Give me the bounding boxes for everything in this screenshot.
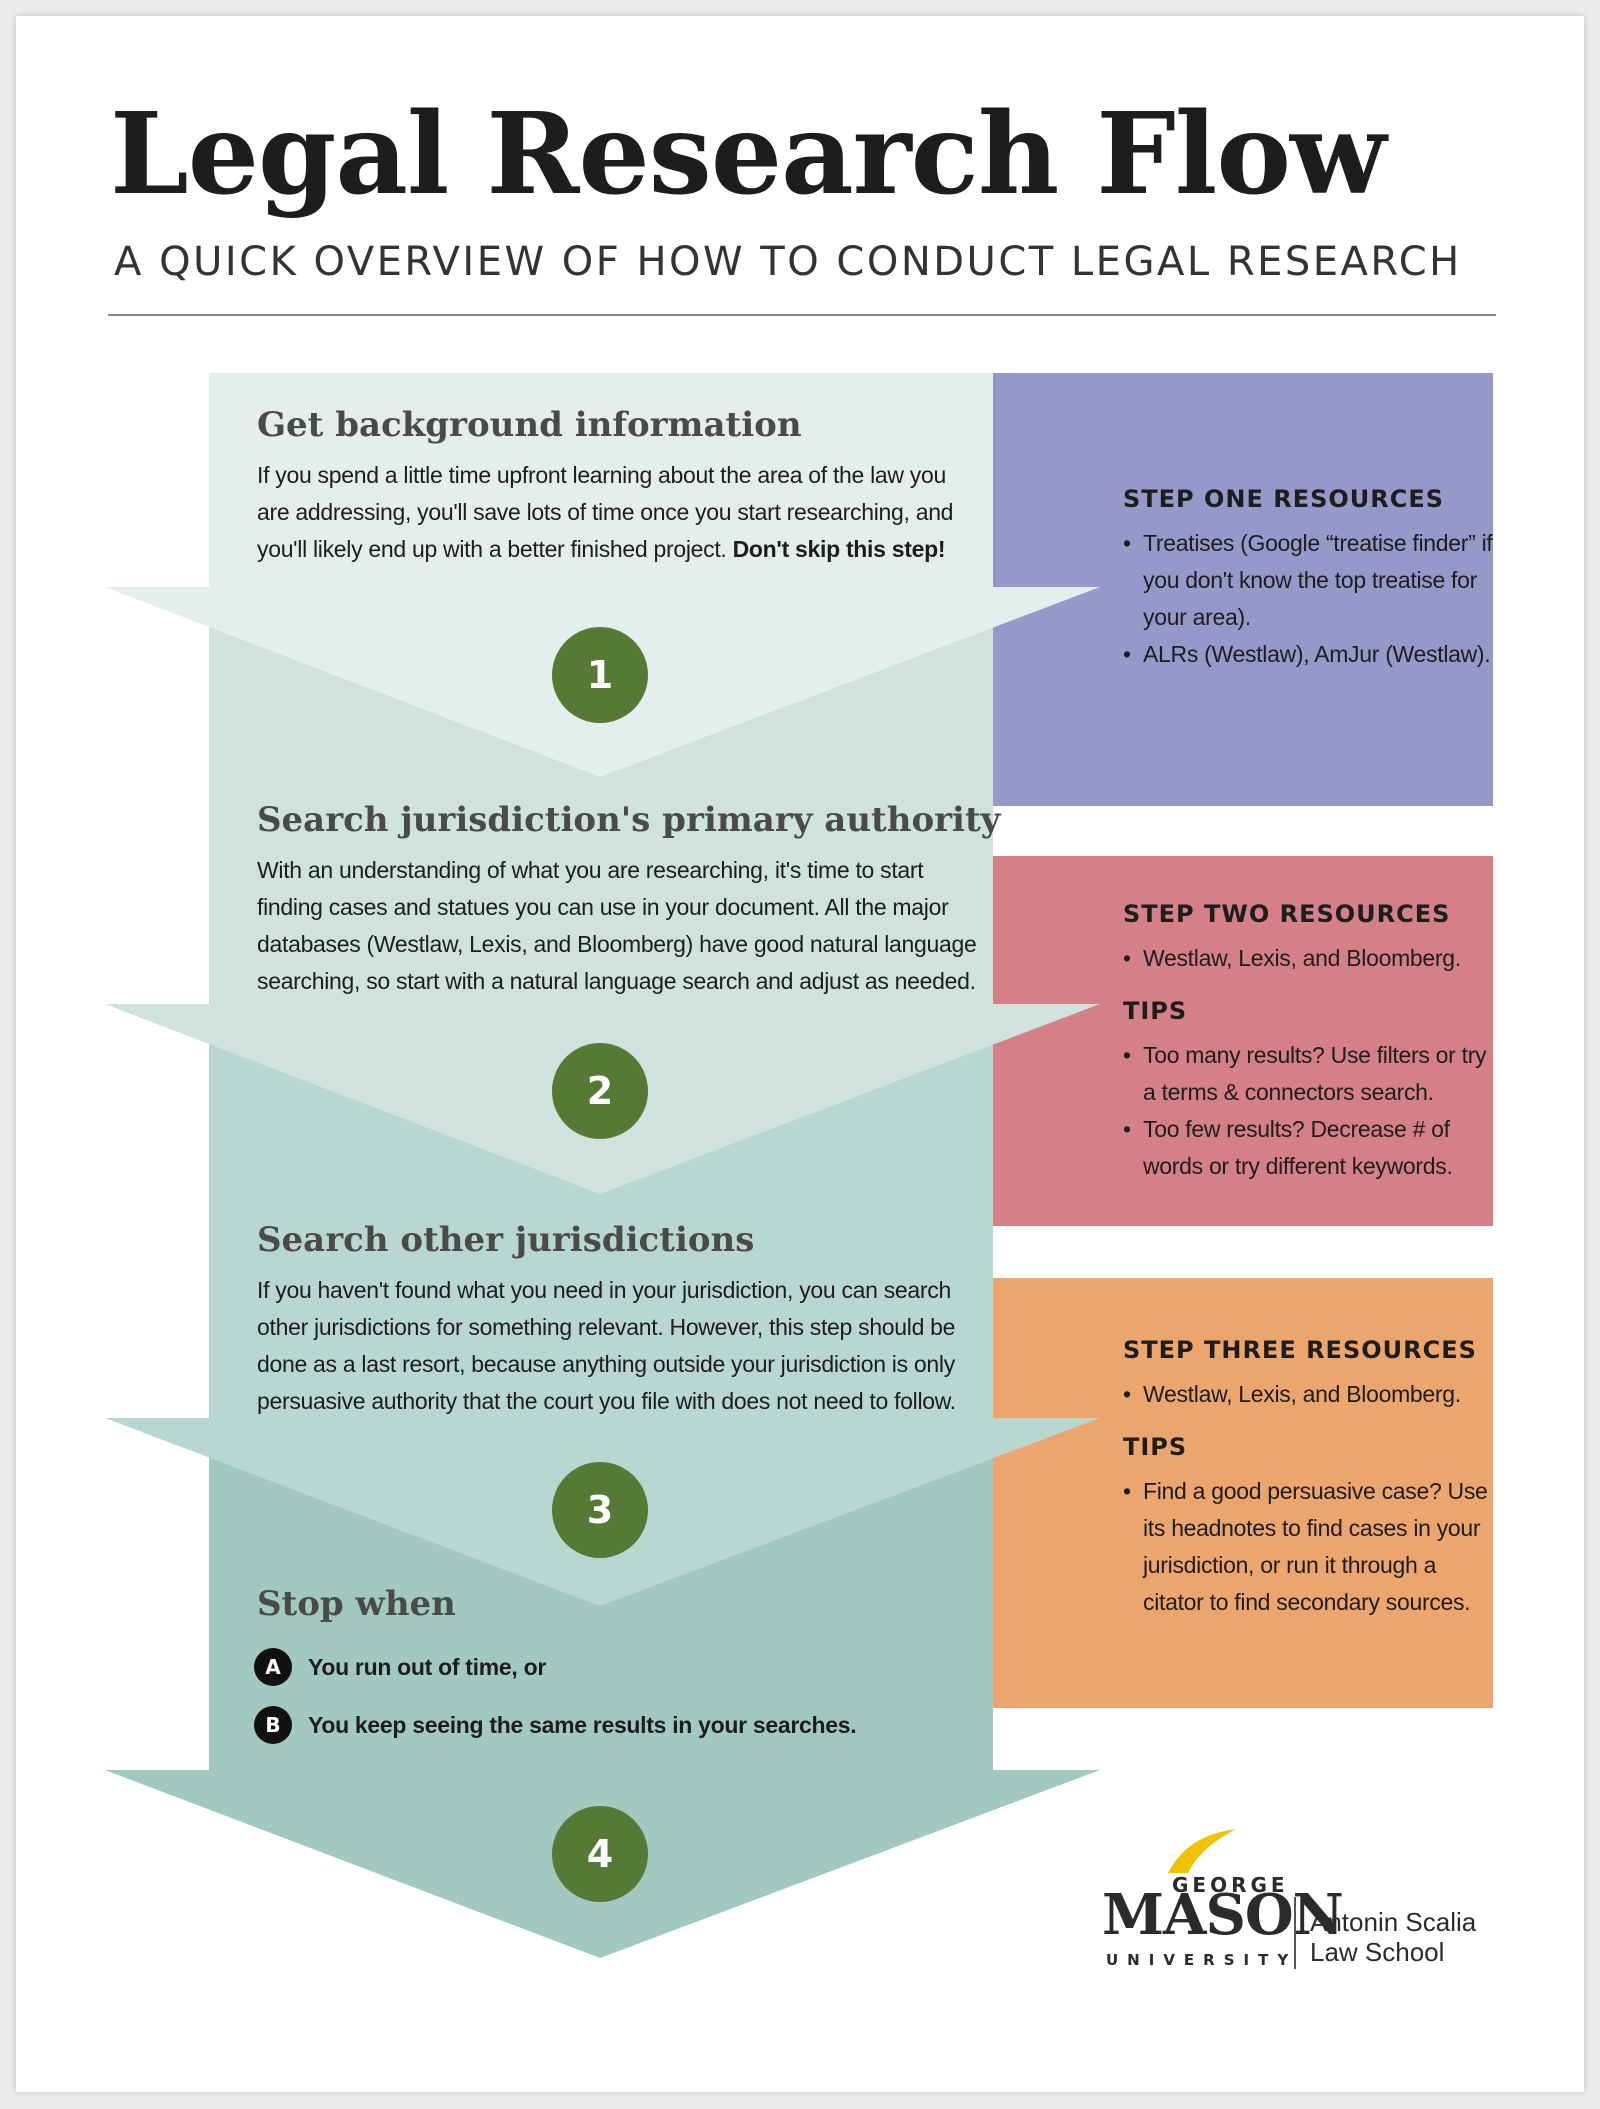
- stop-condition-a: A You run out of time, or: [254, 1648, 546, 1686]
- swoosh-icon: [1168, 1829, 1236, 1873]
- panel-heading: STEP TWO RESOURCES: [1123, 900, 1451, 928]
- resource-item: Westlaw, Lexis, and Bloomberg.: [1123, 1376, 1493, 1413]
- arrow-step-1: [105, 373, 1100, 777]
- step-heading: Get background information: [257, 405, 802, 445]
- step-number-badge: 2: [552, 1043, 648, 1139]
- step-body: If you spend a little time upfront learn…: [257, 462, 954, 562]
- stop-condition-b: B You keep seeing the same results in yo…: [254, 1706, 857, 1744]
- step-heading: Search jurisdiction's primary authority: [257, 800, 1001, 840]
- tips-list: Too many results? Use filters or try a t…: [1123, 1037, 1493, 1185]
- tips-heading: TIPS: [1123, 997, 1188, 1025]
- step-number-badge: 3: [552, 1462, 648, 1558]
- step-2: Search jurisdiction's primary authority …: [257, 798, 1001, 1000]
- step-two-resources-panel: STEP TWO RESOURCES Westlaw, Lexis, and B…: [993, 856, 1493, 1226]
- tip-item: Too few results? Decrease # of words or …: [1123, 1111, 1493, 1185]
- step-3: Search other jurisdictions If you haven'…: [257, 1218, 977, 1420]
- logo-mason: MASON: [1102, 1882, 1344, 1948]
- resource-item: Treatises (Google “treatise finder” if y…: [1123, 525, 1493, 636]
- arrow-step-2: [105, 625, 1100, 1194]
- stop-when: Stop when: [257, 1582, 977, 1636]
- tips-heading: TIPS: [1123, 1433, 1188, 1461]
- title-divider: [108, 314, 1496, 316]
- page-subtitle: A QUICK OVERVIEW OF HOW TO CONDUCT LEGAL…: [114, 239, 1462, 285]
- step-heading: Search other jurisdictions: [257, 1220, 755, 1260]
- tip-item: Find a good persuasive case? Use its hea…: [1123, 1473, 1493, 1621]
- resource-list: Westlaw, Lexis, and Bloomberg.: [1123, 940, 1493, 977]
- step-1: Get background information If you spend …: [257, 403, 977, 568]
- panel-heading: STEP ONE RESOURCES: [1123, 485, 1445, 513]
- logo-george: GEORGE: [1172, 1873, 1289, 1897]
- logo-school-name: Antonin Scalia Law School: [1310, 1907, 1477, 1967]
- gmu-law-logo: GEORGE MASON UNIVERSITY Antonin Scalia L…: [1102, 1827, 1502, 1969]
- step-emphasis: Don't skip this step!: [732, 536, 946, 562]
- stop-heading: Stop when: [257, 1584, 456, 1624]
- resource-list: Westlaw, Lexis, and Bloomberg.: [1123, 1376, 1493, 1413]
- letter-badge: A: [254, 1648, 292, 1686]
- step-number-badge: 4: [552, 1806, 648, 1902]
- logo-divider: [1294, 1897, 1296, 1969]
- stop-condition-text: You run out of time, or: [308, 1653, 546, 1680]
- tip-item: Too many results? Use filters or try a t…: [1123, 1037, 1493, 1111]
- logo-university: UNIVERSITY: [1106, 1951, 1298, 1969]
- page-title: Legal Research Flow: [110, 89, 1386, 220]
- resource-item: ALRs (Westlaw), AmJur (Westlaw).: [1123, 636, 1493, 673]
- arrow-step-3: [105, 1000, 1100, 1606]
- step-body: If you haven't found what you need in yo…: [257, 1277, 956, 1414]
- resource-item: Westlaw, Lexis, and Bloomberg.: [1123, 940, 1493, 977]
- panel-heading: STEP THREE RESOURCES: [1123, 1336, 1477, 1364]
- resource-list: Treatises (Google “treatise finder” if y…: [1123, 525, 1493, 673]
- stop-condition-text: You keep seeing the same results in your…: [308, 1711, 857, 1738]
- letter-badge: B: [254, 1706, 292, 1744]
- step-three-resources-panel: STEP THREE RESOURCES Westlaw, Lexis, and…: [993, 1278, 1493, 1708]
- tips-list: Find a good persuasive case? Use its hea…: [1123, 1473, 1493, 1621]
- step-number-badge: 1: [552, 627, 648, 723]
- arrow-step-4: [105, 1410, 1100, 1958]
- step-body: With an understanding of what you are re…: [257, 857, 977, 994]
